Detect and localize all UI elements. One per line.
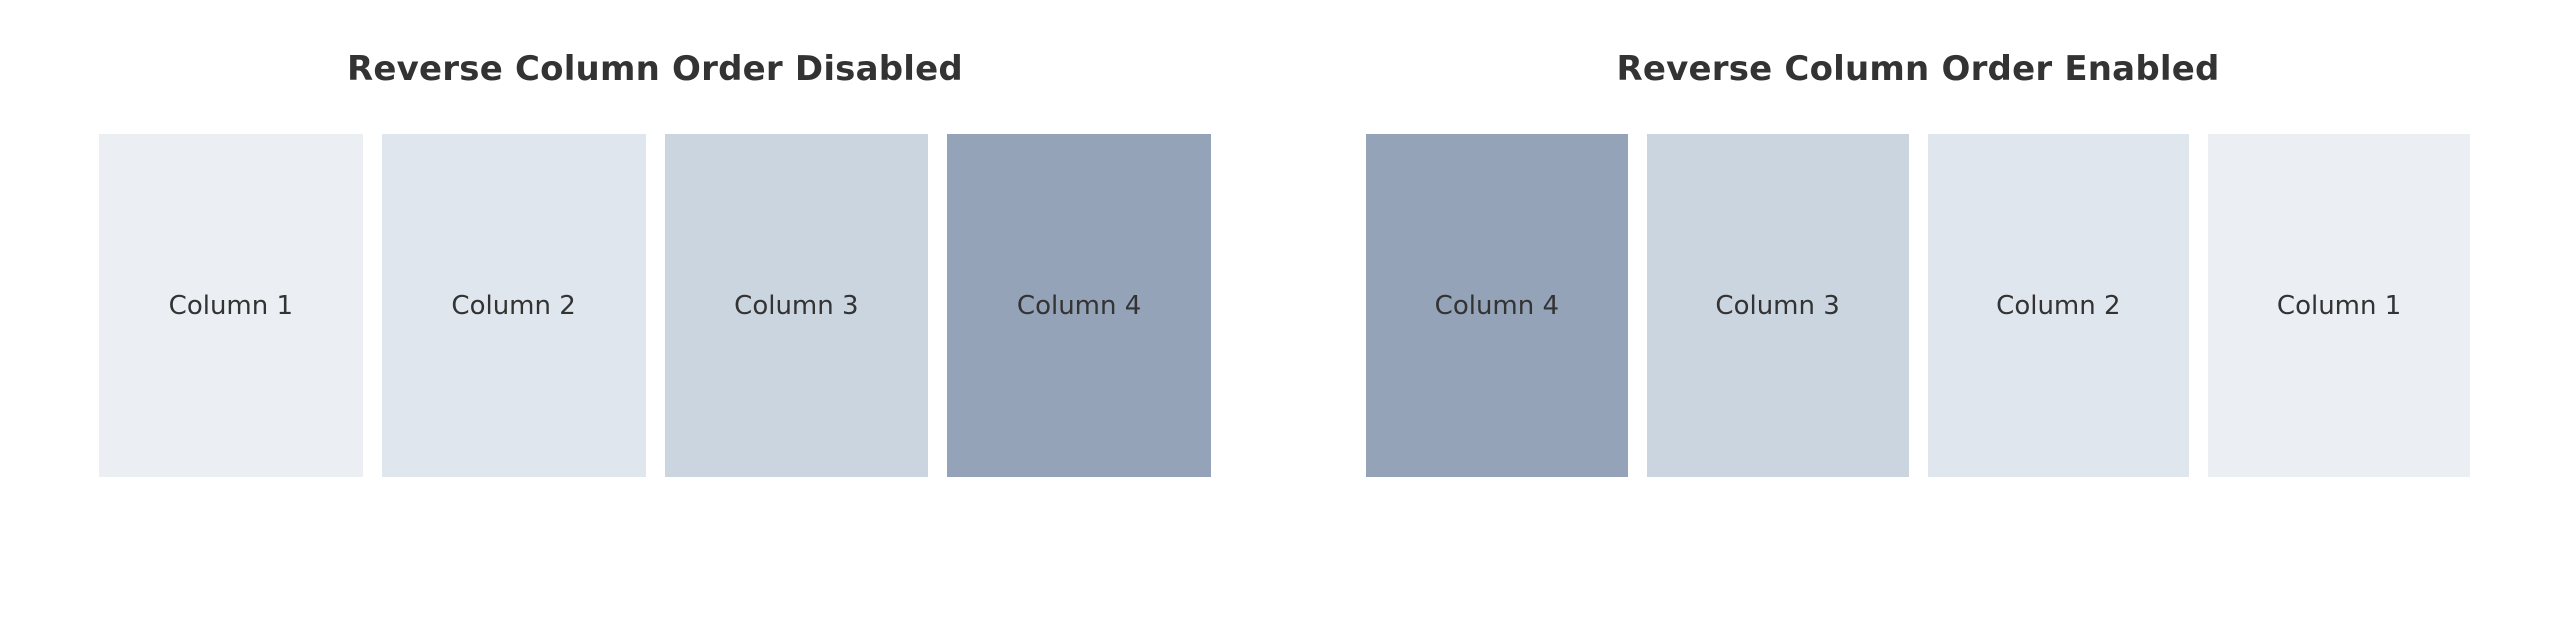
panel-reverse-disabled: Reverse Column Order Disabled Column 1 C… (99, 0, 1211, 477)
column-label: Column 4 (1434, 290, 1560, 321)
column-block[interactable]: Column 1 (99, 134, 363, 477)
column-label: Column 1 (2276, 290, 2402, 321)
column-block[interactable]: Column 3 (1646, 134, 1909, 477)
panel-reverse-enabled: Reverse Column Order Enabled Column 4 Co… (1366, 0, 2470, 477)
column-group-reverse-disabled: Column 1 Column 2 Column 3 Column 4 (99, 134, 1211, 477)
column-block[interactable]: Column 4 (947, 134, 1211, 477)
column-label: Column 1 (168, 290, 294, 321)
panel-title-reverse-disabled: Reverse Column Order Disabled (347, 49, 963, 89)
column-label: Column 2 (451, 290, 576, 321)
column-block[interactable]: Column 2 (1927, 134, 2190, 477)
column-label: Column 3 (1715, 290, 1840, 321)
panel-title-reverse-enabled: Reverse Column Order Enabled (1616, 49, 2220, 89)
column-block[interactable]: Column 2 (381, 134, 646, 477)
column-label: Column 2 (1996, 290, 2121, 321)
column-block[interactable]: Column 4 (1366, 134, 1628, 477)
column-block[interactable]: Column 1 (2208, 134, 2470, 477)
column-label: Column 4 (1016, 290, 1142, 321)
column-block[interactable]: Column 3 (664, 134, 929, 477)
column-label: Column 3 (734, 290, 859, 321)
column-group-reverse-enabled: Column 4 Column 3 Column 2 Column 1 (1366, 134, 2470, 477)
